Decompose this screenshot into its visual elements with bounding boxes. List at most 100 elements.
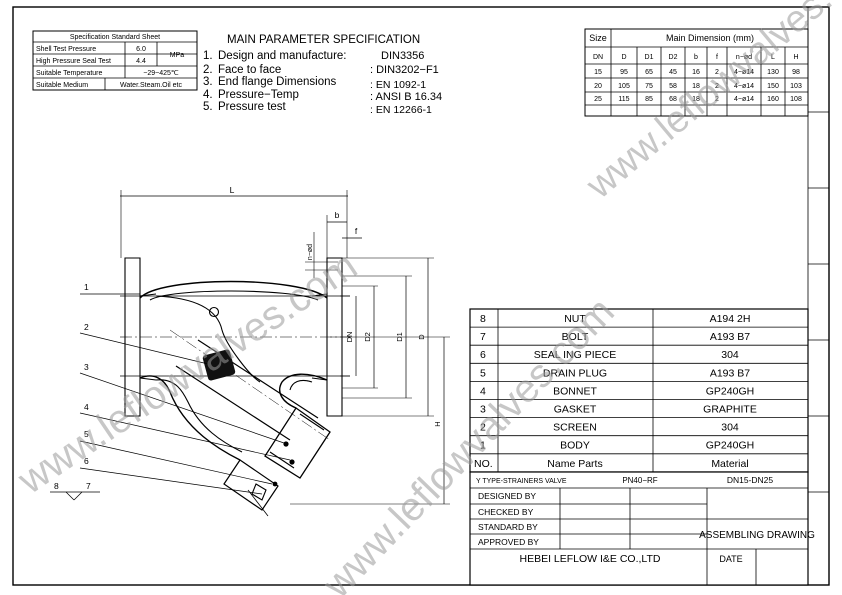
role-checked: CHECKED BY [478, 507, 534, 517]
dim-table-cell: 15 [594, 69, 602, 76]
product-pressure: PN40−RF [622, 476, 657, 485]
part-name: BODY [560, 440, 590, 452]
spec-row-label: Shell Test Pressure [36, 46, 96, 53]
param-num: 2. [203, 64, 213, 76]
dim-header-cell: DN [593, 54, 603, 61]
dim-f-label: f [355, 226, 358, 236]
dim-table-cell: 20 [594, 83, 602, 90]
dim-H-label: H [433, 421, 442, 426]
dim-table-cell: 58 [669, 83, 677, 90]
param-value: DIN3356 [381, 50, 424, 62]
role-approved: APPROVED BY [478, 537, 539, 547]
dim-table-cell: 75 [645, 83, 653, 90]
callout-8: 8 [54, 481, 59, 491]
part-number: 4 [480, 385, 486, 397]
part-material: 304 [721, 422, 739, 434]
frame-ticks [808, 111, 829, 493]
spec-sheet: Specification Standard Sheet Shell Test … [32, 30, 198, 91]
spec-unit: MPa [170, 52, 185, 59]
callout-1: 1 [84, 282, 89, 292]
dim-D1-label: D1 [395, 332, 404, 342]
dim-table-cell: 45 [669, 69, 677, 76]
dim-header-cell: H [793, 54, 798, 61]
dim-table-cell: 16 [692, 69, 700, 76]
dim-L-label: L [230, 185, 235, 195]
callout-2: 2 [84, 322, 89, 332]
dim-table-cell: 18 [692, 83, 700, 90]
dim-table-cell: 4−ø14 [734, 96, 754, 103]
param-value: : DIN3202−F1 [370, 64, 439, 76]
dim-table-cell: 95 [620, 69, 628, 76]
dim-table-cell: 130 [767, 69, 779, 76]
dim-size-label: Size [589, 33, 607, 43]
part-name: NUT [564, 313, 586, 325]
strainer-drawing [50, 190, 450, 517]
dim-table-cell: 2 [715, 96, 719, 103]
dim-table-cell: 18 [692, 96, 700, 103]
dim-table-title: Main Dimension (mm) [666, 33, 754, 43]
callout-3: 3 [84, 362, 89, 372]
dim-header-cell: D [621, 54, 626, 61]
title-block: Y TYPE-STRAINERS VALVE PN40−RF DN15-DN25… [469, 471, 815, 586]
dim-nd-label: n−ød [307, 244, 314, 260]
param-label: Face to face [218, 64, 281, 76]
parts-header-no: NO. [474, 458, 493, 470]
dim-DN-label: DN [345, 332, 354, 343]
dim-table-cell: 2 [715, 83, 719, 90]
dim-table-cell: 150 [767, 83, 779, 90]
part-name: SCREEN [553, 422, 597, 434]
param-value: : EN 12266-1 [370, 104, 432, 116]
product-name: Y TYPE-STRAINERS VALVE [476, 478, 567, 485]
drawing-frame [12, 6, 830, 586]
role-designed: DESIGNED BY [478, 491, 536, 501]
watermark-text: www.leflowvalves.com [578, 0, 842, 208]
param-label: Design and manufacture: [218, 50, 347, 62]
spec-row-label: Suitable Temperature [36, 70, 103, 77]
callout-6: 6 [84, 456, 89, 466]
dim-table-cell: 115 [618, 96, 629, 103]
part-number: 6 [480, 349, 486, 361]
dim-table-cell: 4−ø14 [734, 69, 754, 76]
part-material: A193 B7 [710, 367, 750, 379]
param-value: : ANSI B 16.34 [370, 91, 442, 103]
dim-table-cell: 98 [792, 69, 800, 76]
role-standard: STANDARD BY [478, 522, 538, 532]
date-label: DATE [719, 554, 742, 564]
part-name: BOLT [562, 331, 589, 343]
dim-header-cell: b [694, 54, 698, 61]
part-material: 304 [721, 349, 739, 361]
part-material: GP240GH [706, 385, 754, 397]
parts-header-material: Material [711, 458, 748, 470]
dim-table-cell: 85 [645, 96, 653, 103]
spec-sheet-title: Specification Standard Sheet [70, 34, 160, 41]
dim-D2-label: D2 [363, 332, 372, 342]
dim-table-cell: 25 [594, 96, 602, 103]
spec-row-label: Suitable Medium [36, 82, 88, 89]
spec-row-value: 4.4 [136, 58, 146, 65]
dim-table-cell: 65 [645, 69, 653, 76]
param-label: Pressure test [218, 101, 287, 113]
part-name: SEAL ING PIECE [534, 349, 616, 361]
callout-5: 5 [84, 429, 89, 439]
dim-table-cell: 160 [767, 96, 779, 103]
part-number: 8 [480, 313, 486, 325]
dim-D-label: D [417, 334, 426, 340]
part-name: GASKET [554, 404, 597, 416]
param-label: Pressure−Temp [218, 89, 299, 101]
drawing-type: ASSEMBLING DRAWING [699, 530, 815, 541]
dim-b-label: b [335, 210, 340, 220]
main-params-title: MAIN PARAMETER SPECIFICATION [227, 34, 420, 46]
part-name: BONNET [553, 385, 597, 397]
part-material: GP240GH [706, 440, 754, 452]
spec-row-value: −29~425℃ [143, 70, 179, 77]
part-number: 7 [480, 331, 486, 343]
dim-table-cell: 103 [790, 83, 802, 90]
dim-header-cell: D1 [645, 54, 654, 61]
param-num: 1. [203, 50, 213, 62]
spec-row-value: 6.0 [136, 46, 146, 53]
part-material: GRAPHITE [703, 404, 757, 416]
dim-table-cell: 4−ø14 [734, 83, 754, 90]
param-num: 4. [203, 89, 213, 101]
